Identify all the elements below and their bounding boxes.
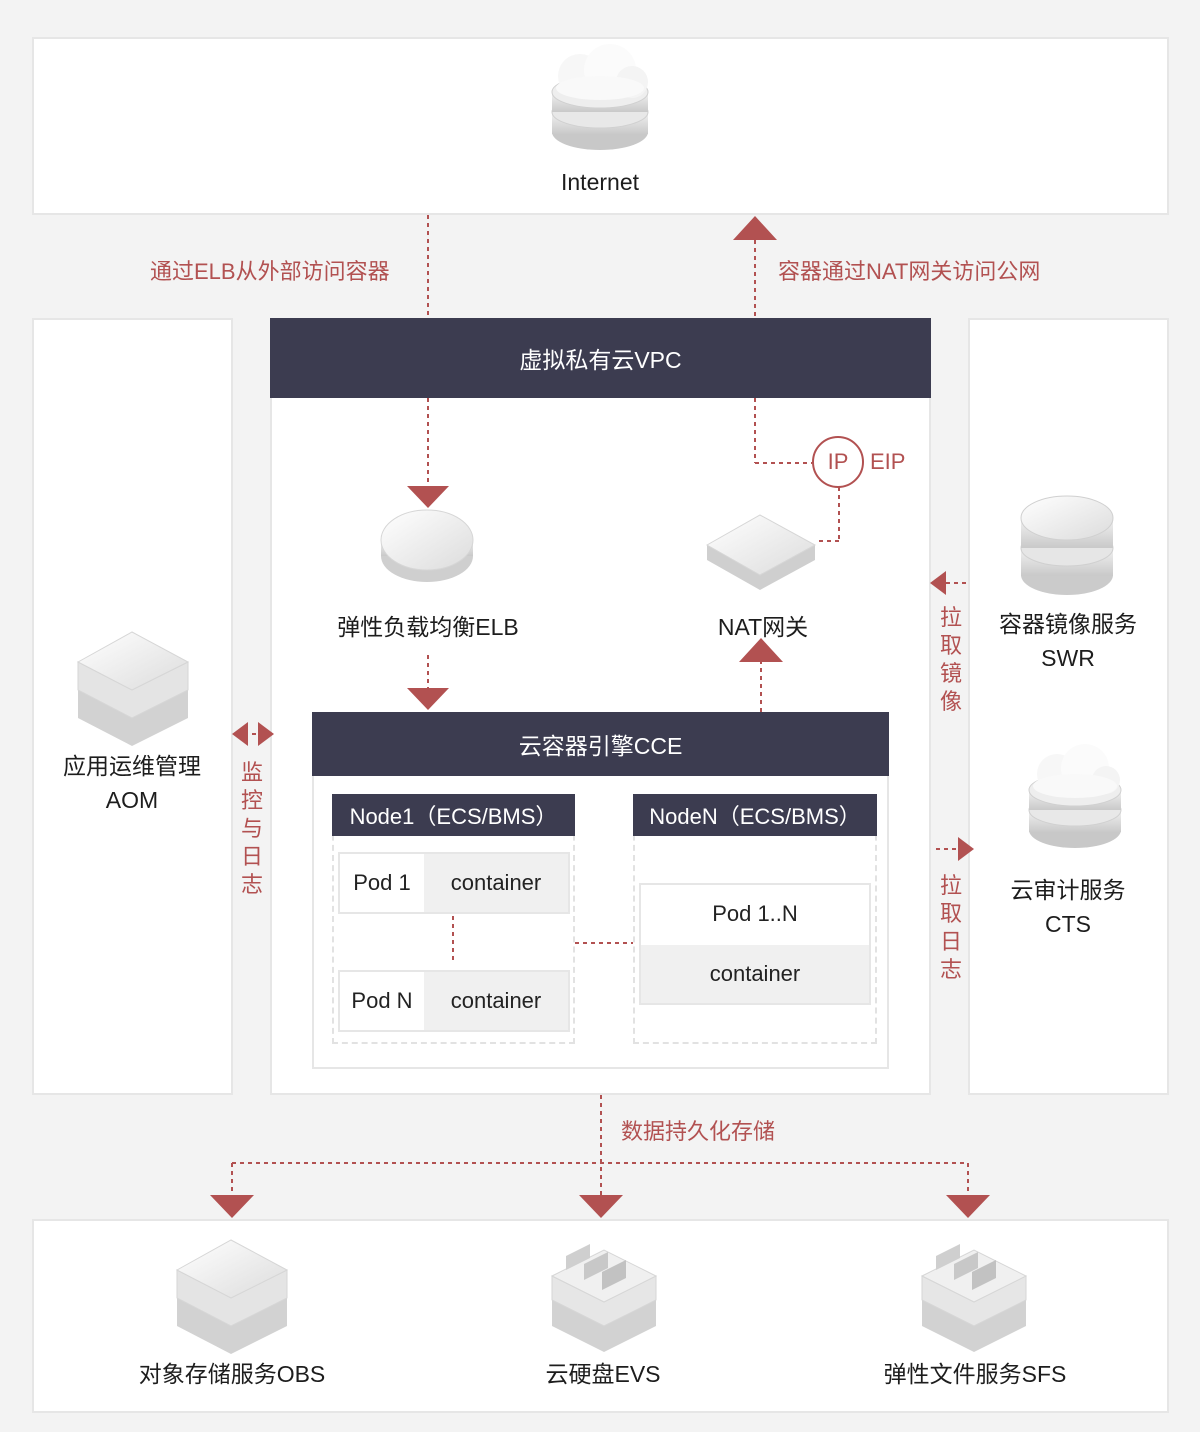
sfs-file-icon [920, 1244, 1028, 1352]
elb-label: 弹性负载均衡ELB [337, 614, 519, 640]
arrow-up-internet [733, 216, 777, 240]
sfs-label: 弹性文件服务SFS [883, 1361, 1067, 1387]
noden-pod-label: Pod 1..N [712, 901, 798, 926]
arrow-left-swr [930, 571, 946, 595]
aom-abbr: AOM [105, 787, 159, 813]
evs-label: 云硬盘EVS [545, 1361, 661, 1387]
eip-circle [812, 436, 864, 488]
eip-badge: IP [827, 449, 849, 474]
evs-disk-icon [550, 1244, 658, 1352]
nat-label: NAT网关 [717, 614, 809, 640]
persist-label: 数据持久化存储 [621, 1119, 776, 1144]
arrow-sfs [946, 1195, 990, 1218]
arrow-down-cce [407, 688, 449, 710]
monitor-log-label: 监控与日志 [240, 760, 263, 897]
cts-abbr: CTS [1045, 911, 1091, 937]
internet-label: Internet [561, 169, 639, 195]
node1-header: Node1（ECS/BMS） [332, 794, 575, 836]
arrow-evs [579, 1195, 623, 1218]
cce-title: 云容器引擎CCE [518, 733, 683, 759]
vpc-title: 虚拟私有云VPC [519, 347, 682, 373]
noden-container: container [641, 945, 869, 1003]
obs-cube-icon [175, 1239, 289, 1354]
node1-title: Node1（ECS/BMS） [349, 804, 558, 829]
nat-outbound-label: 容器通过NAT网关访问公网 [778, 259, 1041, 284]
eip-label: EIP [870, 449, 906, 474]
aom-name: 应用运维管理 [63, 753, 201, 779]
cts-name: 云审计服务 [1010, 877, 1126, 903]
cloud-server-icon [551, 44, 649, 150]
pull-log-label: 拉取日志 [939, 873, 962, 982]
arrow-aom-left [232, 722, 248, 746]
elb-inbound-label: 通过ELB从外部访问容器 [150, 259, 390, 284]
swr-database-icon [1020, 495, 1114, 595]
arrow-down-elb [407, 486, 449, 508]
nat-gateway-icon [705, 514, 817, 590]
podn-label: Pod N [351, 988, 413, 1013]
arrow-right-cts [958, 837, 974, 861]
aom-cube-icon [76, 631, 190, 746]
swr-name: 容器镜像服务 [999, 611, 1137, 637]
arrow-obs [210, 1195, 254, 1218]
pull-image-label: 拉取镜像 [939, 605, 962, 714]
cce-header: 云容器引擎CCE [312, 712, 889, 776]
noden-title: NodeN（ECS/BMS） [649, 804, 861, 829]
vpc-header: 虚拟私有云VPC [270, 318, 931, 398]
pod1-label: Pod 1 [353, 870, 411, 895]
arrow-up-nat [739, 638, 783, 662]
pod1-container: container [424, 854, 568, 912]
noden-header: NodeN（ECS/BMS） [633, 794, 877, 836]
podn-container: container [424, 972, 568, 1030]
elb-disc-icon [380, 509, 474, 582]
swr-abbr: SWR [1041, 645, 1095, 671]
cts-cloud-icon [1028, 744, 1122, 848]
arrow-aom-right [258, 722, 274, 746]
right-services-panel [968, 318, 1169, 1095]
obs-label: 对象存储服务OBS [138, 1361, 326, 1387]
